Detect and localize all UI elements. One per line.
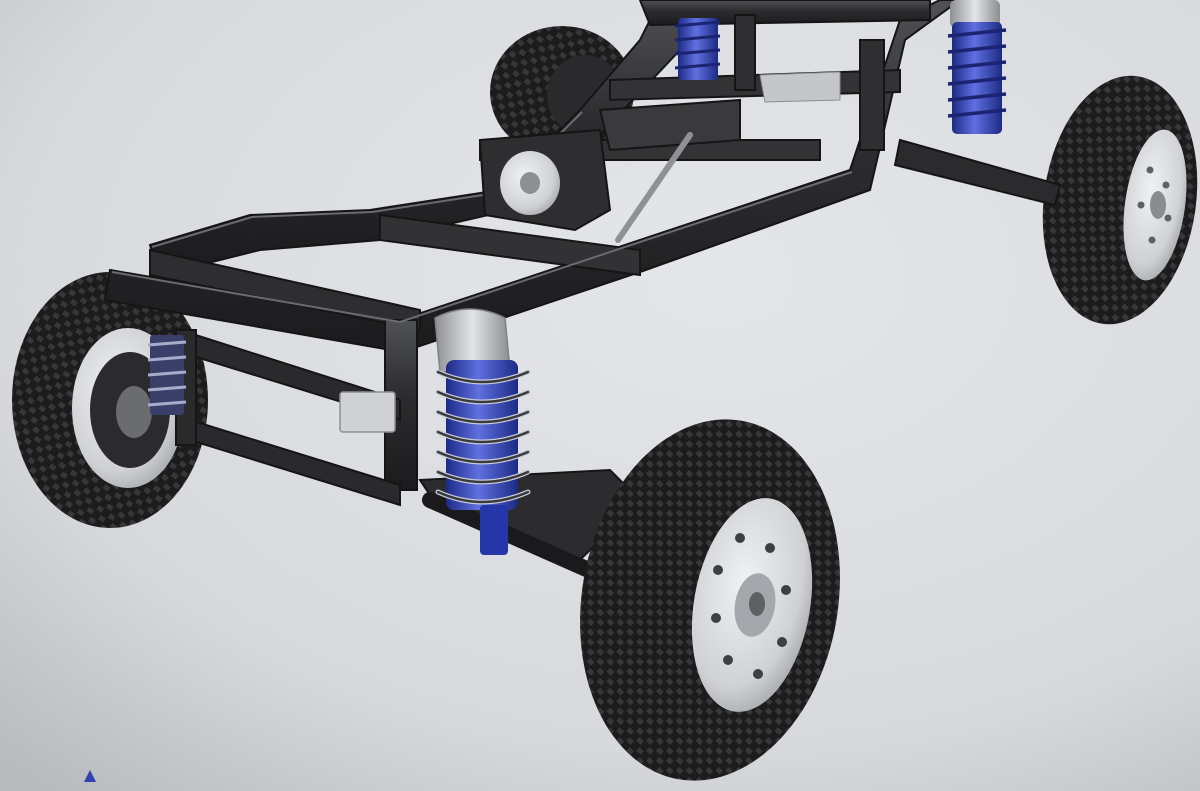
gearbox (478, 71, 841, 243)
shock-front-left (147, 335, 187, 415)
bracket (339, 391, 396, 433)
wheel-right-far (1042, 75, 1198, 325)
wheel-front-near (580, 419, 840, 781)
rear-control-arm (893, 138, 1062, 207)
corner-mark (84, 770, 96, 782)
shock-rear-right (947, 0, 1007, 134)
shock-front-right (434, 308, 531, 555)
shock-rear-left (674, 18, 721, 80)
